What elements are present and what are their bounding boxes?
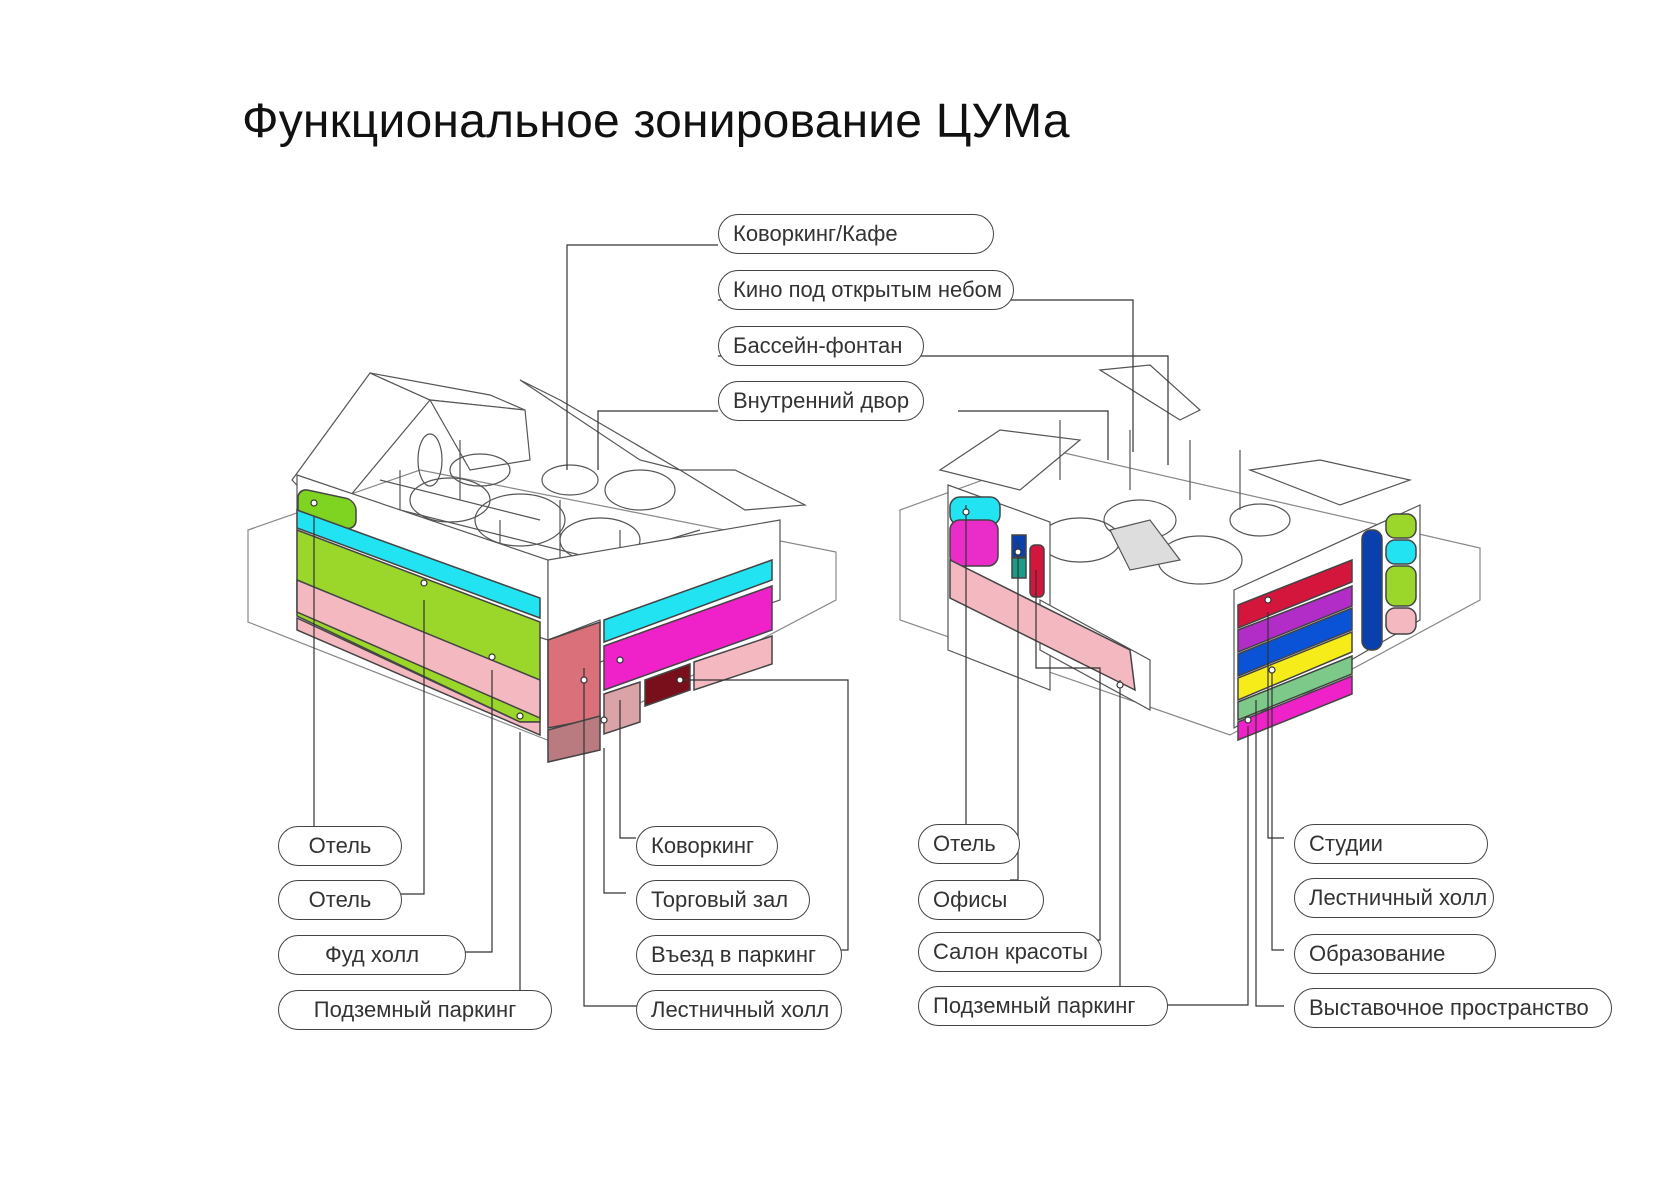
marker-dots	[310, 499, 1276, 724]
left-model-zones	[296, 489, 773, 763]
label-open-air-cinema: Кино под открытым небом	[718, 270, 1014, 310]
label-offices: Офисы	[918, 880, 1044, 920]
label-courtyard: Внутренний двор	[718, 381, 924, 421]
zone-r-cyan-top	[1385, 539, 1417, 565]
zone-pink-right	[693, 634, 773, 692]
label-stair-hall-2: Лестничный холл	[1294, 878, 1494, 918]
label-underground-parking-1: Подземный паркинг	[278, 990, 552, 1030]
zone-r-beauty	[1011, 557, 1027, 579]
label-education: Образование	[1294, 934, 1496, 974]
zone-r-parking	[949, 558, 1136, 692]
zone-r-red	[1029, 544, 1045, 598]
label-beauty-salon: Салон красоты	[918, 932, 1102, 972]
zone-r-education	[1237, 630, 1353, 702]
zone-stair-hall-low	[547, 715, 601, 763]
zone-r-purple	[1237, 584, 1353, 654]
label-coworking-cafe: Коворкинг/Кафе	[718, 214, 994, 254]
zone-stair-hall	[547, 620, 601, 729]
zone-r-studios	[1237, 558, 1353, 630]
label-stair-hall-1: Лестничный холл	[636, 990, 842, 1030]
zone-r-offices	[949, 519, 999, 567]
zone-hotel-cyan	[296, 508, 541, 620]
label-food-hall: Фуд холл	[278, 935, 466, 975]
label-exhibition-space: Выставочное пространство	[1294, 988, 1612, 1028]
label-studios: Студии	[1294, 824, 1488, 864]
label-hotel-2: Отель	[278, 880, 402, 920]
zone-parking	[296, 616, 541, 737]
zone-r-blue-vertical	[1361, 529, 1383, 651]
zone-r-green-mid	[1385, 565, 1417, 607]
zone-trade-hall	[603, 584, 773, 692]
zone-parking-entry	[644, 662, 691, 708]
zone-r-exhibition	[1237, 606, 1353, 678]
label-parking-entry: Въезд в паркинг	[636, 935, 842, 975]
label-pool-fountain: Бассейн-фонтан	[718, 326, 924, 366]
zone-r-magenta	[1237, 674, 1353, 742]
label-hotel-1: Отель	[278, 826, 402, 866]
label-coworking: Коворкинг	[636, 826, 778, 866]
label-trade-hall: Торговый зал	[636, 880, 810, 920]
page-title: Функциональное зонирование ЦУМа	[242, 95, 1070, 148]
zone-r-green	[1237, 654, 1353, 722]
zone-r-green-top	[1385, 513, 1417, 539]
zone-parking-lower	[296, 578, 541, 720]
zone-r-pink-bottom	[1385, 607, 1417, 635]
label-hotel-3: Отель	[918, 824, 1020, 864]
right-model-zones	[949, 496, 1417, 742]
label-underground-parking-2: Подземный паркинг	[918, 986, 1168, 1026]
zone-cyan-right	[603, 558, 773, 644]
